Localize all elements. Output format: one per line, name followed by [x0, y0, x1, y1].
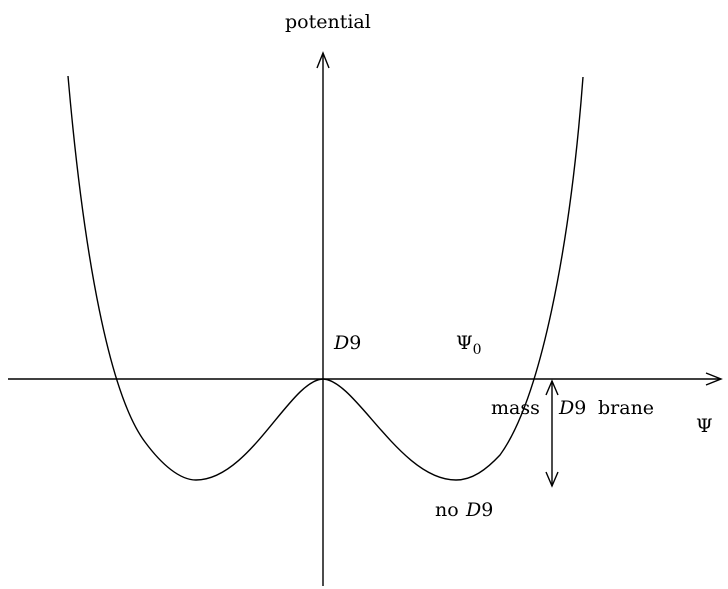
origin-d9-letter: D [333, 332, 349, 354]
brane-word: brane [598, 397, 654, 419]
mass-word: mass [491, 397, 540, 419]
mass-gap-arrowhead-bottom [545, 471, 559, 488]
psi-zero-subscript: 0 [473, 342, 482, 358]
no-d9-label: no D9 [435, 499, 493, 521]
mass-gap-arrowhead-top [545, 379, 559, 396]
potential-curve [67, 75, 584, 481]
mass-d9-brane-label: mass D9 brane [491, 397, 654, 419]
y-axis-arrowhead [316, 51, 330, 69]
y-axis-label: potential [285, 11, 371, 33]
mass-d9-letter: D [558, 397, 574, 419]
origin-d9-number: 9 [349, 332, 361, 354]
mass-d9-number: 9 [574, 397, 586, 419]
no-word: no [435, 499, 459, 521]
x-axis-label: Ψ [696, 415, 713, 437]
psi-zero-symbol: Ψ [456, 332, 473, 354]
x-axis-arrowhead [705, 372, 723, 386]
psi-zero-label: Ψ0 [456, 332, 482, 358]
no-d9-letter: D [465, 499, 481, 521]
no-d9-number: 9 [481, 499, 493, 521]
origin-d9-label: D9 [333, 332, 361, 354]
